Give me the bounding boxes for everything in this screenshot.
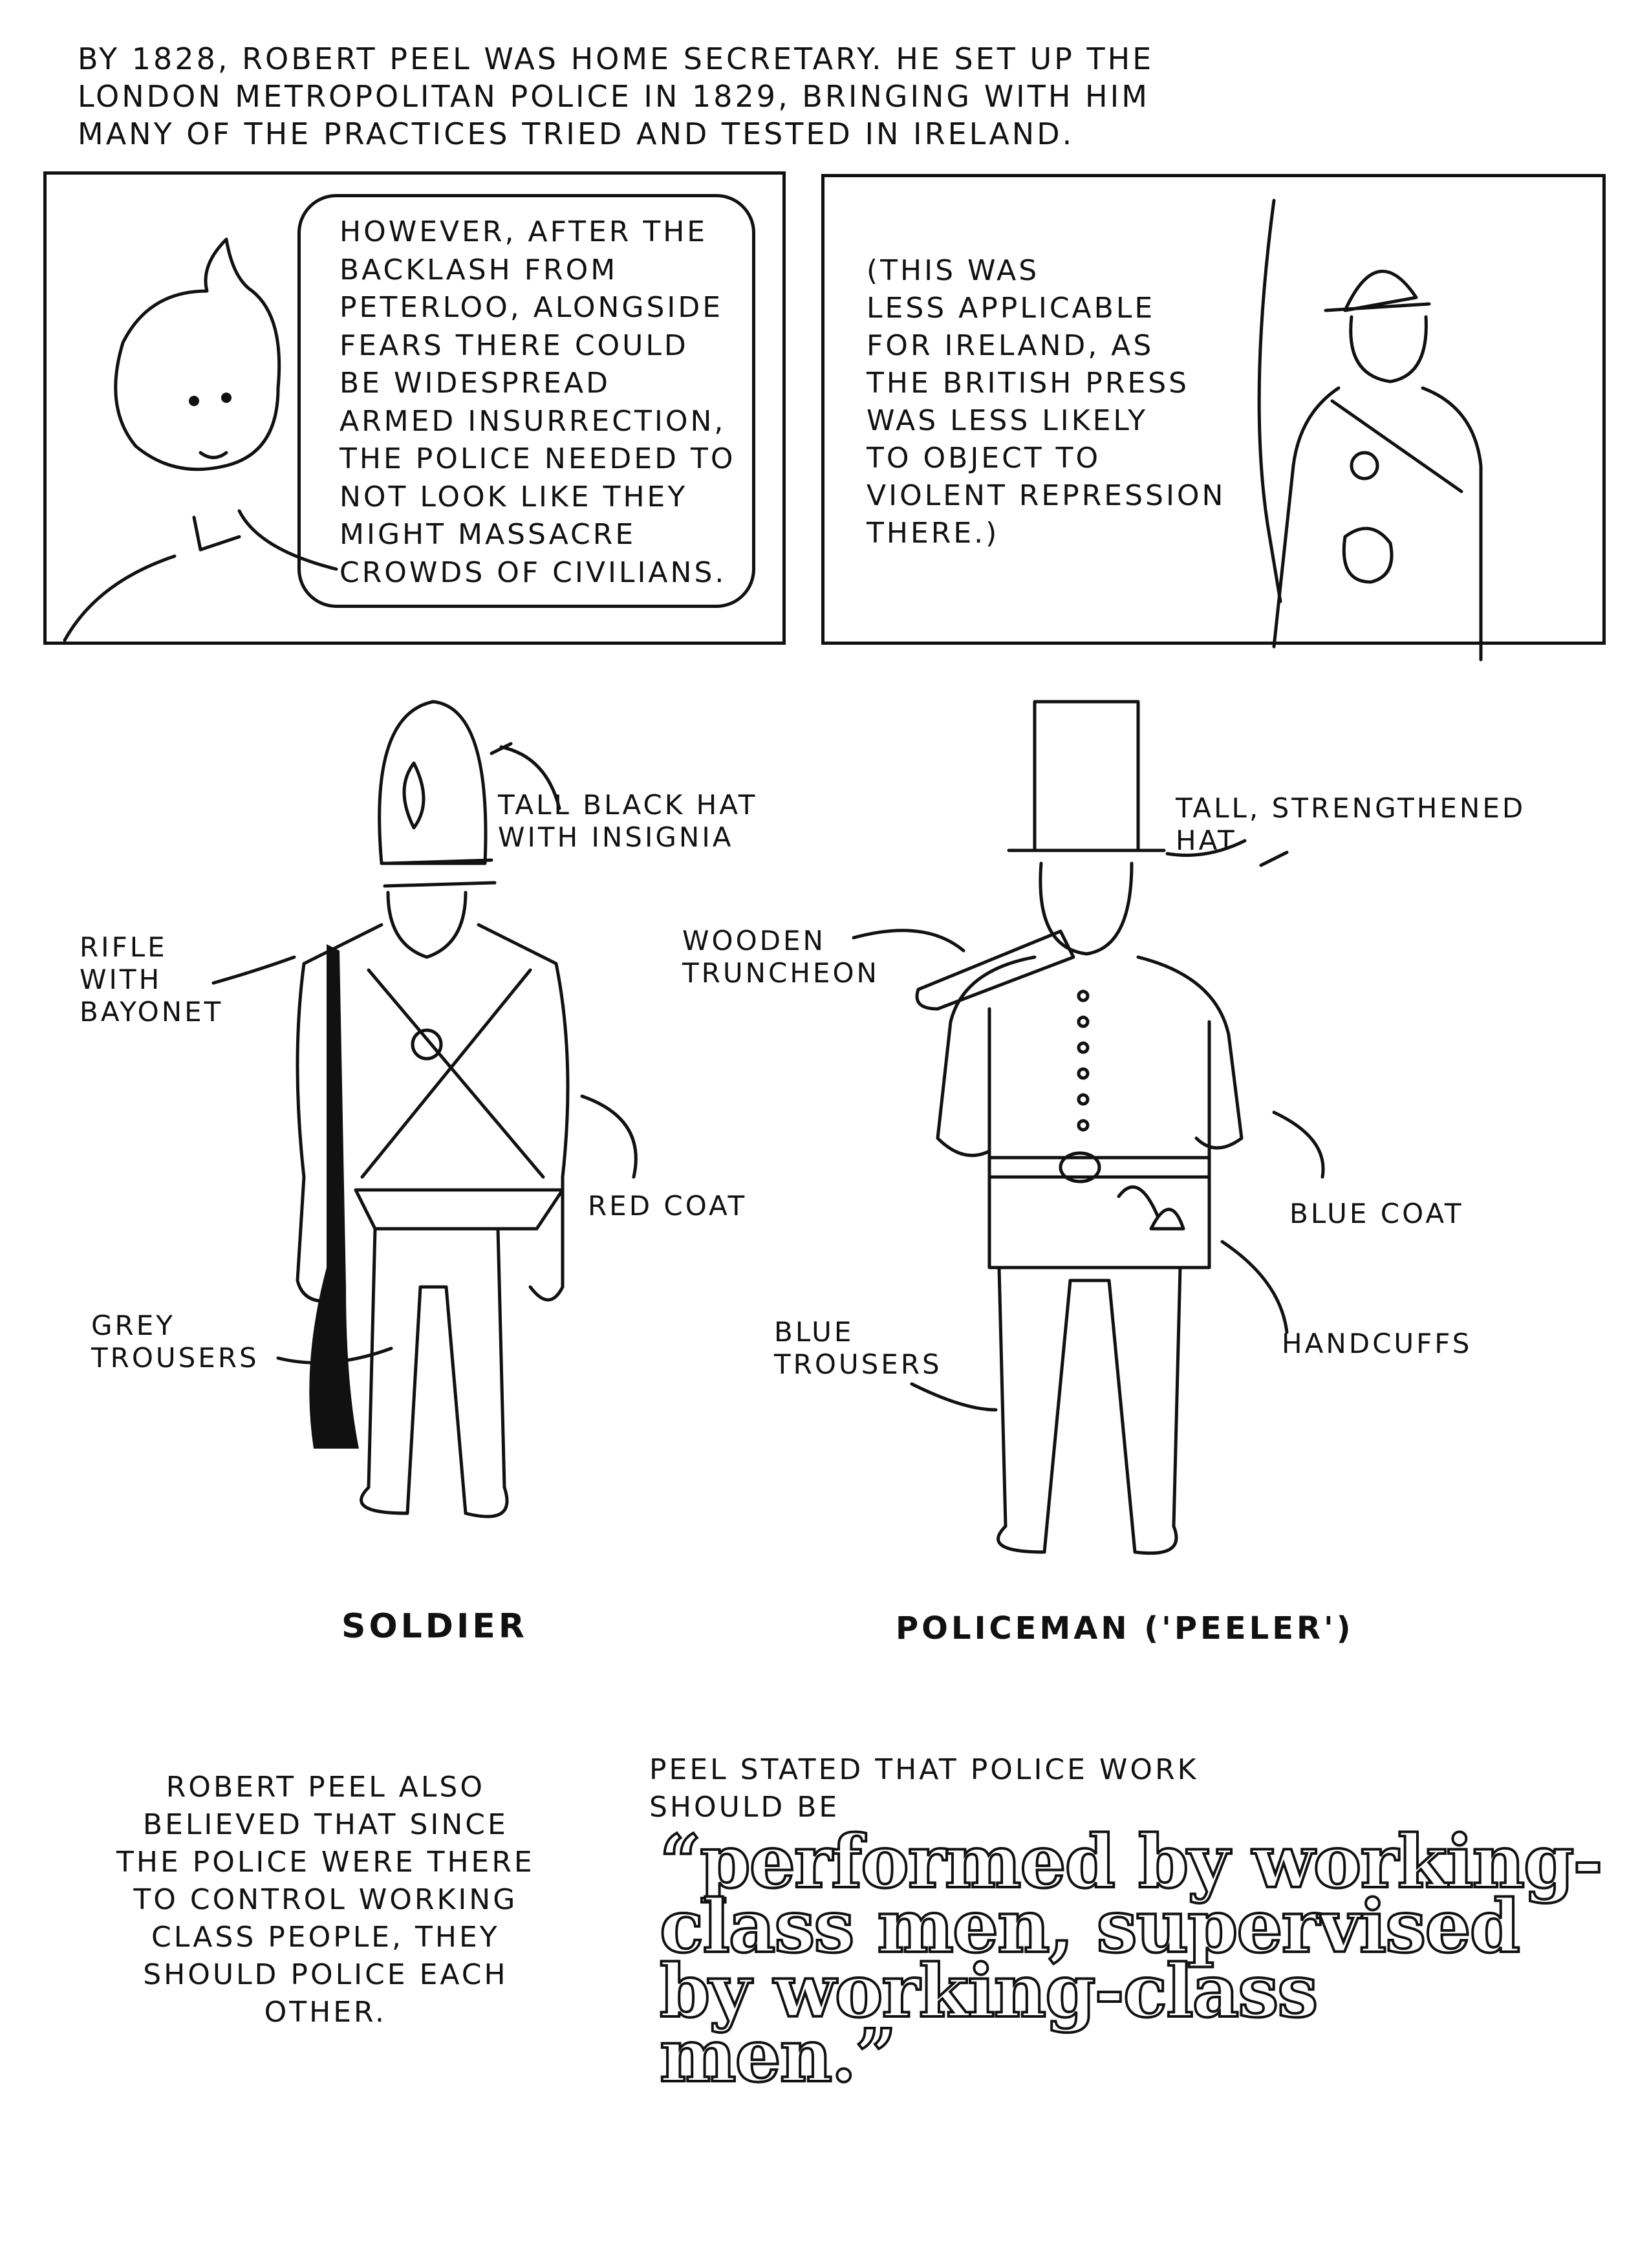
caption-policeman: Policeman ('Peeler') <box>896 1610 1354 1647</box>
speech-bubble <box>297 194 755 608</box>
label-soldier-hat: Tall black hat with insignia <box>498 789 758 853</box>
policeman-figure <box>915 700 1244 1555</box>
peel-quote: “performed by working- class men, superv… <box>658 1820 1604 2099</box>
label-grey-trousers: Grey trousers <box>91 1310 259 1374</box>
caption-soldier: Soldier <box>341 1607 528 1646</box>
label-police-hat: Tall, strengthened hat <box>1176 792 1526 856</box>
label-red-coat: Red coat <box>588 1190 748 1222</box>
label-truncheon: Wooden truncheon <box>682 925 879 989</box>
bottom-left-text: Robert Peel also believed that since the… <box>116 1771 535 2029</box>
intro-caption: By 1828, Robert Peel was Home Secretary.… <box>78 41 1154 151</box>
panel-irish-police <box>821 174 1606 645</box>
irish-police-figure <box>1257 199 1483 662</box>
speech-text: However, after the backlash from Peterlo… <box>339 215 736 589</box>
label-blue-coat: Blue coat <box>1289 1198 1464 1229</box>
pointer-arrows <box>211 745 1325 1412</box>
label-rifle: Rifle with bayonet <box>80 931 224 1028</box>
label-blue-trousers: Blue trousers <box>774 1316 942 1380</box>
panel-narrator <box>43 171 786 645</box>
aside-text: (This was less applicable for Ireland, a… <box>867 254 1226 550</box>
quote-intro: Peel stated that police work should be <box>649 1753 1199 1824</box>
label-handcuffs: Handcuffs <box>1282 1328 1472 1359</box>
soldier-figure <box>296 700 1289 1518</box>
narrator-portrait <box>63 237 338 642</box>
